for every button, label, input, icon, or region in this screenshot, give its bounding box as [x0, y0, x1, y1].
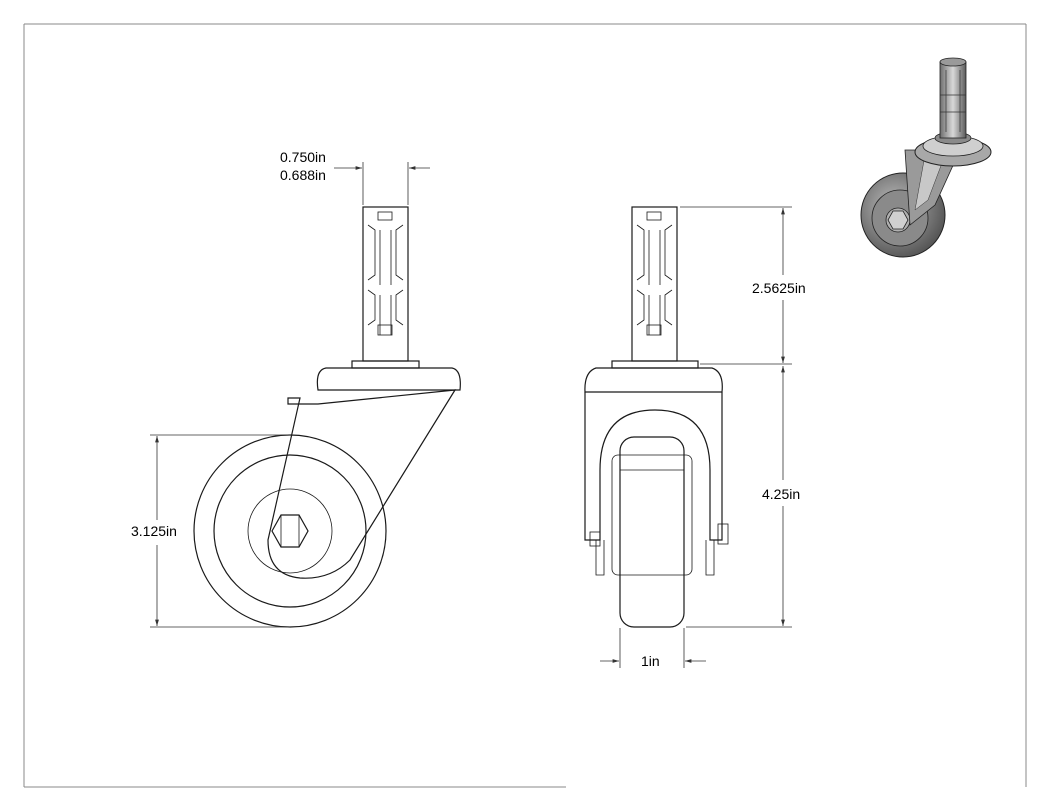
isometric-preview	[860, 57, 992, 258]
side-view-fork	[267, 389, 457, 579]
drawing-frame	[23, 23, 1027, 788]
side-view	[193, 206, 461, 628]
side-view-top-plate	[316, 367, 461, 391]
front-view-stem	[611, 206, 699, 369]
dim-wheel-diameter-label: 3.125in	[131, 523, 177, 539]
dim-wheel-width-label: 1in	[641, 653, 660, 669]
dim-overall-height-label: 4.25in	[762, 486, 800, 502]
dim-wheel-width: 1in	[600, 628, 706, 669]
dim-stem-length: 2.5625in	[680, 206, 806, 365]
side-view-wheel-hub	[213, 454, 367, 608]
dim-wheel-diameter: 3.125in	[131, 434, 290, 628]
dim-overall-height: 4.25in	[686, 366, 800, 628]
front-view	[584, 206, 729, 628]
front-view-fork	[584, 392, 723, 541]
side-view-stem	[351, 206, 420, 369]
dim-stem-diameter: 0.750in 0.688in	[280, 149, 430, 205]
dim-stem-inner-label: 0.688in	[280, 167, 326, 183]
side-view-axle-nut	[271, 514, 309, 548]
side-view-wheel-outer	[193, 434, 387, 628]
front-view-top-plate	[584, 367, 723, 393]
dim-stem-length-label: 2.5625in	[752, 280, 806, 296]
dim-stem-outer-label: 0.750in	[280, 149, 326, 165]
front-view-wheel	[619, 436, 685, 628]
